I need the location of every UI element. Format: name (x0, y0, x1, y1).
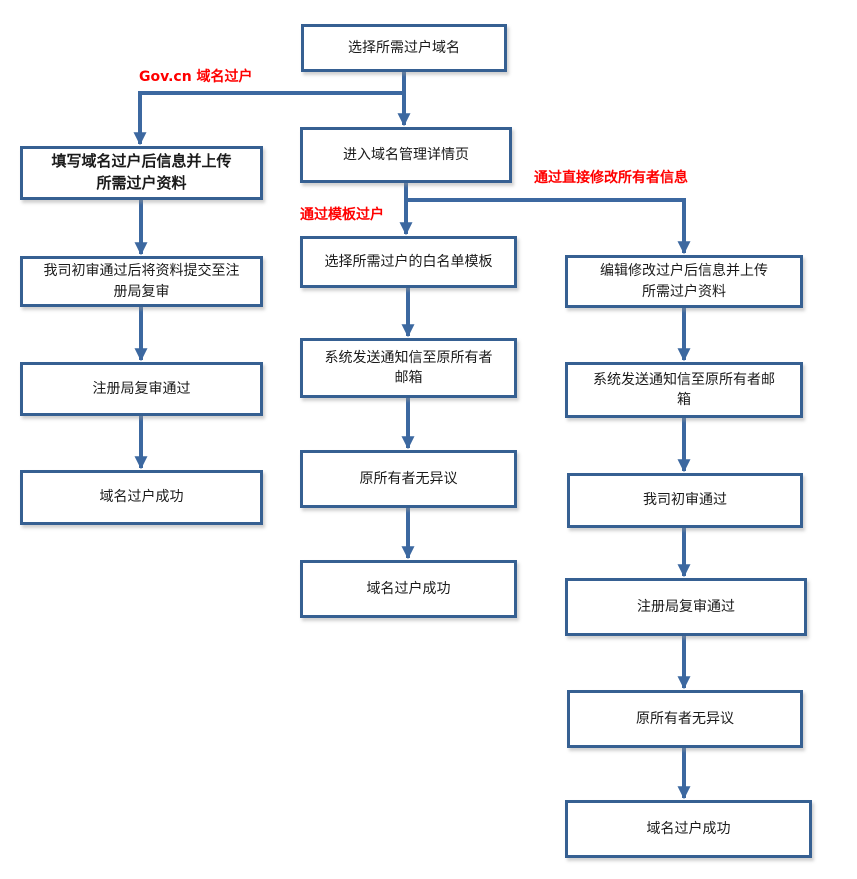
branch-label-govcn: Gov.cn 域名过户 (139, 69, 253, 85)
branch-label-template: 通过模板过户 (300, 207, 384, 223)
flow-box-right-owner-no-objection: 原所有者无异议 (567, 690, 803, 748)
flow-box-mid-notify-owner-email: 系统发送通知信至原所有者 邮箱 (300, 338, 517, 398)
flow-box-left-transfer-success: 域名过户成功 (20, 470, 263, 525)
flow-box-left-registry-review-pass: 注册局复审通过 (20, 362, 263, 416)
flow-box-right-transfer-success: 域名过户成功 (565, 800, 812, 858)
flow-box-right-initial-review-pass: 我司初审通过 (567, 473, 803, 528)
flow-box-mid-whitelist-template: 选择所需过户的白名单模板 (300, 236, 517, 288)
flow-box-mid-domain-detail-page: 进入域名管理详情页 (300, 127, 512, 183)
branch-label-direct: 通过直接修改所有者信息 (534, 170, 688, 186)
flow-box-mid-transfer-success: 域名过户成功 (300, 560, 517, 618)
flow-box-right-registry-review-pass: 注册局复审通过 (565, 578, 807, 636)
flow-box-left-fill-info: 填写域名过户后信息并上传 所需过户资料 (20, 146, 263, 200)
flow-box-right-notify-owner-email: 系统发送通知信至原所有者邮 箱 (565, 362, 803, 418)
flow-box-mid-owner-no-objection: 原所有者无异议 (300, 450, 517, 508)
flow-box-select-domain: 选择所需过户域名 (301, 24, 507, 72)
flow-box-left-initial-review-submit: 我司初审通过后将资料提交至注 册局复审 (20, 256, 263, 307)
flow-box-right-edit-info: 编辑修改过户后信息并上传 所需过户资料 (565, 255, 803, 308)
